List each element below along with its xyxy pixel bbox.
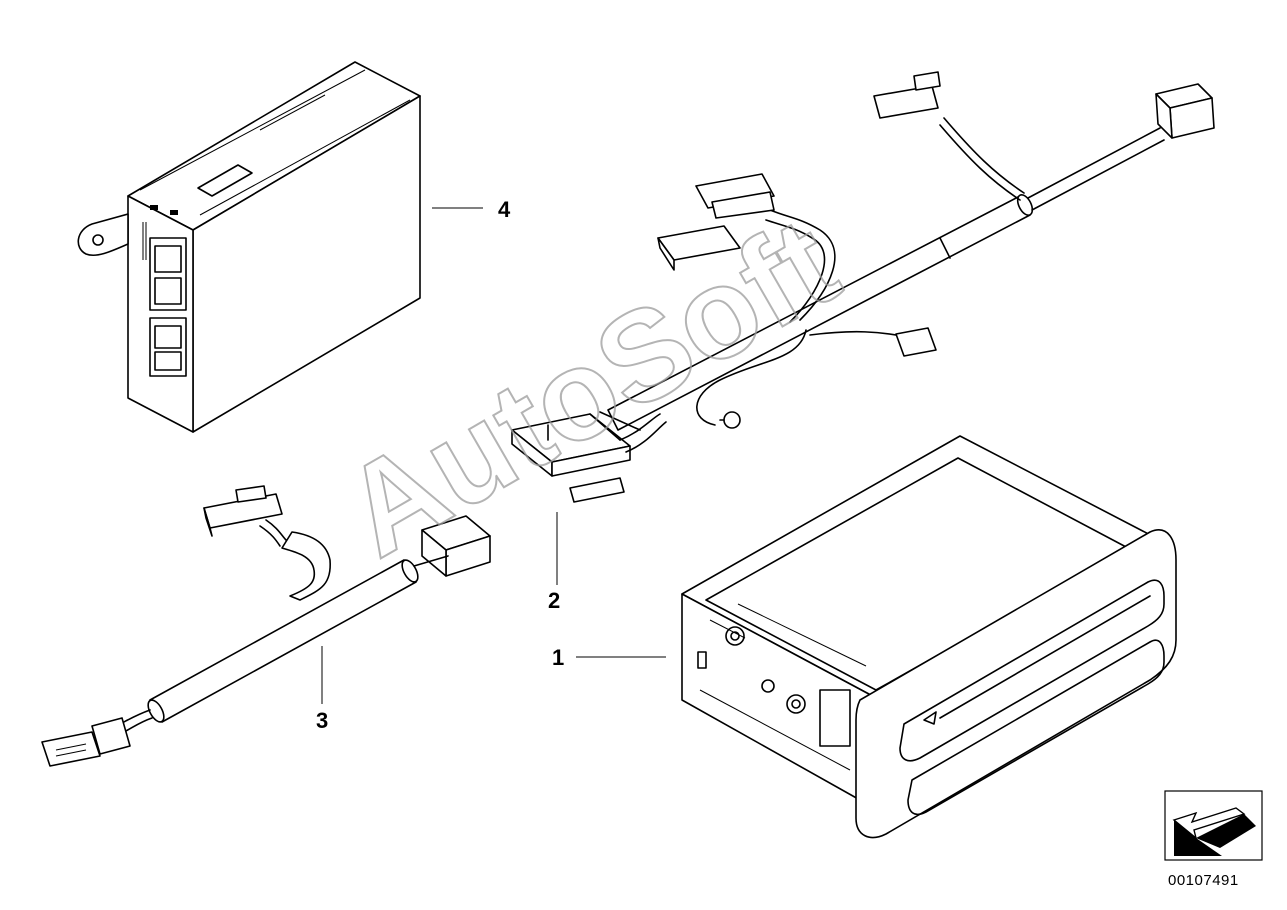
callout-4[interactable]: 4 xyxy=(498,197,511,222)
cd-radio-unit[interactable] xyxy=(681,435,1177,839)
callout-2[interactable]: 2 xyxy=(548,588,560,613)
arrow-down-left-icon xyxy=(1164,790,1263,861)
callout-1[interactable]: 1 xyxy=(552,645,564,670)
control-unit-box[interactable] xyxy=(77,61,421,433)
reference-number: 00107491 xyxy=(1168,872,1239,889)
callout-3[interactable]: 3 xyxy=(316,708,328,733)
adapter-harness[interactable] xyxy=(41,485,491,767)
main-wiring-harness[interactable] xyxy=(511,71,1215,503)
